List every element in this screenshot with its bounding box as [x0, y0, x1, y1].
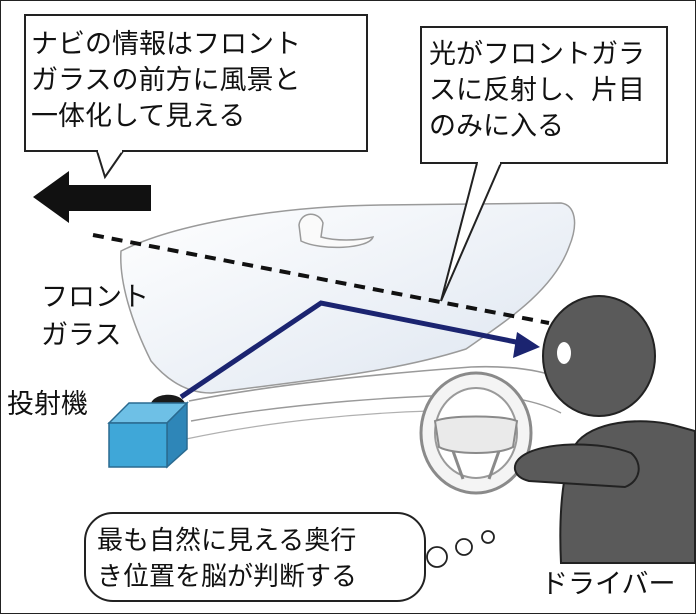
thought-dot-3 — [481, 530, 495, 544]
driver-label: ドライバー — [541, 569, 676, 600]
dashed-reference-line — [92, 233, 550, 325]
steering-wheel — [419, 371, 533, 495]
windshield-label-line: ガラス — [41, 320, 122, 351]
callout-tail-reflection — [440, 162, 502, 302]
thought-bubble-text: 最も自然に見える奥行 き位置を脳が判断する — [97, 523, 357, 595]
projector-label: 投射機 — [7, 389, 88, 420]
driver-silhouette — [513, 295, 695, 564]
callout-navi-line: ガラスの前方に風景と — [31, 65, 301, 96]
rearview-mirror — [298, 213, 375, 249]
projector-device — [107, 394, 189, 469]
thought-dot-2 — [455, 538, 473, 556]
windshield-glass — [120, 202, 576, 394]
thought-dot-1 — [426, 546, 448, 568]
callout-box-reflection — [420, 26, 668, 164]
thought-bubble-line: き位置を脳が判断する — [97, 562, 358, 592]
arrow-left-icon — [33, 171, 151, 223]
callout-navi-text: ナビの情報はフロント ガラスの前方に風景と 一体化して見える — [31, 27, 301, 135]
light-beam-path — [179, 300, 522, 400]
thought-bubble-line: 最も自然に見える奥行 — [97, 526, 357, 556]
callout-reflection-text: 光がフロントガラ スに反射し、片目 のみに入る — [429, 37, 645, 145]
callout-tail-navi — [96, 150, 124, 180]
windshield-label-line: フロント — [41, 282, 149, 313]
callout-reflection-line: 光がフロントガラ — [429, 39, 645, 70]
callout-reflection-line: のみに入る — [429, 111, 564, 142]
windshield-label: フロント ガラス — [41, 279, 149, 355]
callout-reflection-line: スに反射し、片目 — [429, 75, 645, 106]
light-beam-arrowhead — [513, 332, 540, 358]
thought-bubble — [84, 512, 426, 602]
callout-box-navi — [24, 14, 368, 152]
callout-navi-line: ナビの情報はフロント — [31, 29, 301, 60]
callout-navi-line: 一体化して見える — [31, 101, 246, 132]
dashboard-edge — [185, 410, 432, 440]
